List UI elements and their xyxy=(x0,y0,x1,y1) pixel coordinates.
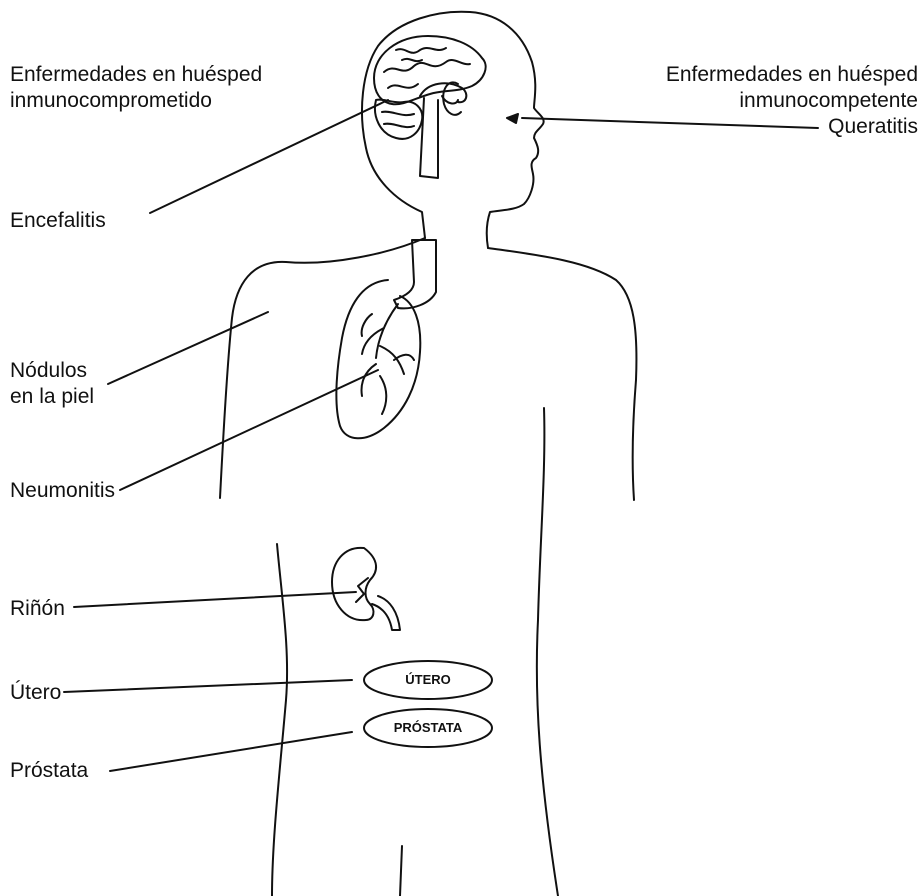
label-prostate: Próstata xyxy=(10,758,88,784)
kidney xyxy=(332,548,376,620)
label-immunocompromised-line2: inmunocomprometido xyxy=(10,88,262,114)
right-shoulder xyxy=(488,248,636,500)
leader-utero xyxy=(64,680,352,692)
label-immunocompetent-line1: Enfermedades en huésped xyxy=(666,62,918,88)
label-kidney: Riñón xyxy=(10,596,65,622)
label-immunocompetent-line2: inmunocompetente xyxy=(666,88,918,114)
label-keratitis: Queratitis xyxy=(666,114,918,140)
label-immunocompetent: Enfermedades en huésped inmunocompetente… xyxy=(666,62,918,140)
eye xyxy=(507,114,518,123)
crotch xyxy=(400,846,402,896)
right-trunk xyxy=(537,408,558,896)
label-immunocompromised-line1: Enfermedades en huésped xyxy=(10,62,262,88)
left-body-outline xyxy=(220,238,425,498)
leader-nodulos xyxy=(108,312,268,384)
cerebellum xyxy=(375,100,422,139)
label-immunocompromised: Enfermedades en huésped inmunocomprometi… xyxy=(10,62,262,114)
brainstem xyxy=(420,98,438,178)
trachea xyxy=(394,240,436,308)
label-skin-nodules-line2: en la piel xyxy=(10,384,94,410)
lung xyxy=(336,280,420,438)
leader-rinon xyxy=(74,592,356,607)
ear xyxy=(443,82,461,114)
leader-prostata xyxy=(110,732,352,771)
label-pneumonitis: Neumonitis xyxy=(10,478,115,504)
leader-encefalitis xyxy=(150,100,388,213)
leader-neumonitis xyxy=(120,370,378,490)
label-skin-nodules: Nódulos en la piel xyxy=(10,358,94,410)
label-uterus: Útero xyxy=(10,680,61,706)
prostate-oval-label: PRÓSTATA xyxy=(394,720,463,735)
uterus-oval-label: ÚTERO xyxy=(405,672,451,687)
brain xyxy=(374,36,486,104)
label-encephalitis: Encefalitis xyxy=(10,208,106,234)
label-skin-nodules-line1: Nódulos xyxy=(10,358,94,384)
